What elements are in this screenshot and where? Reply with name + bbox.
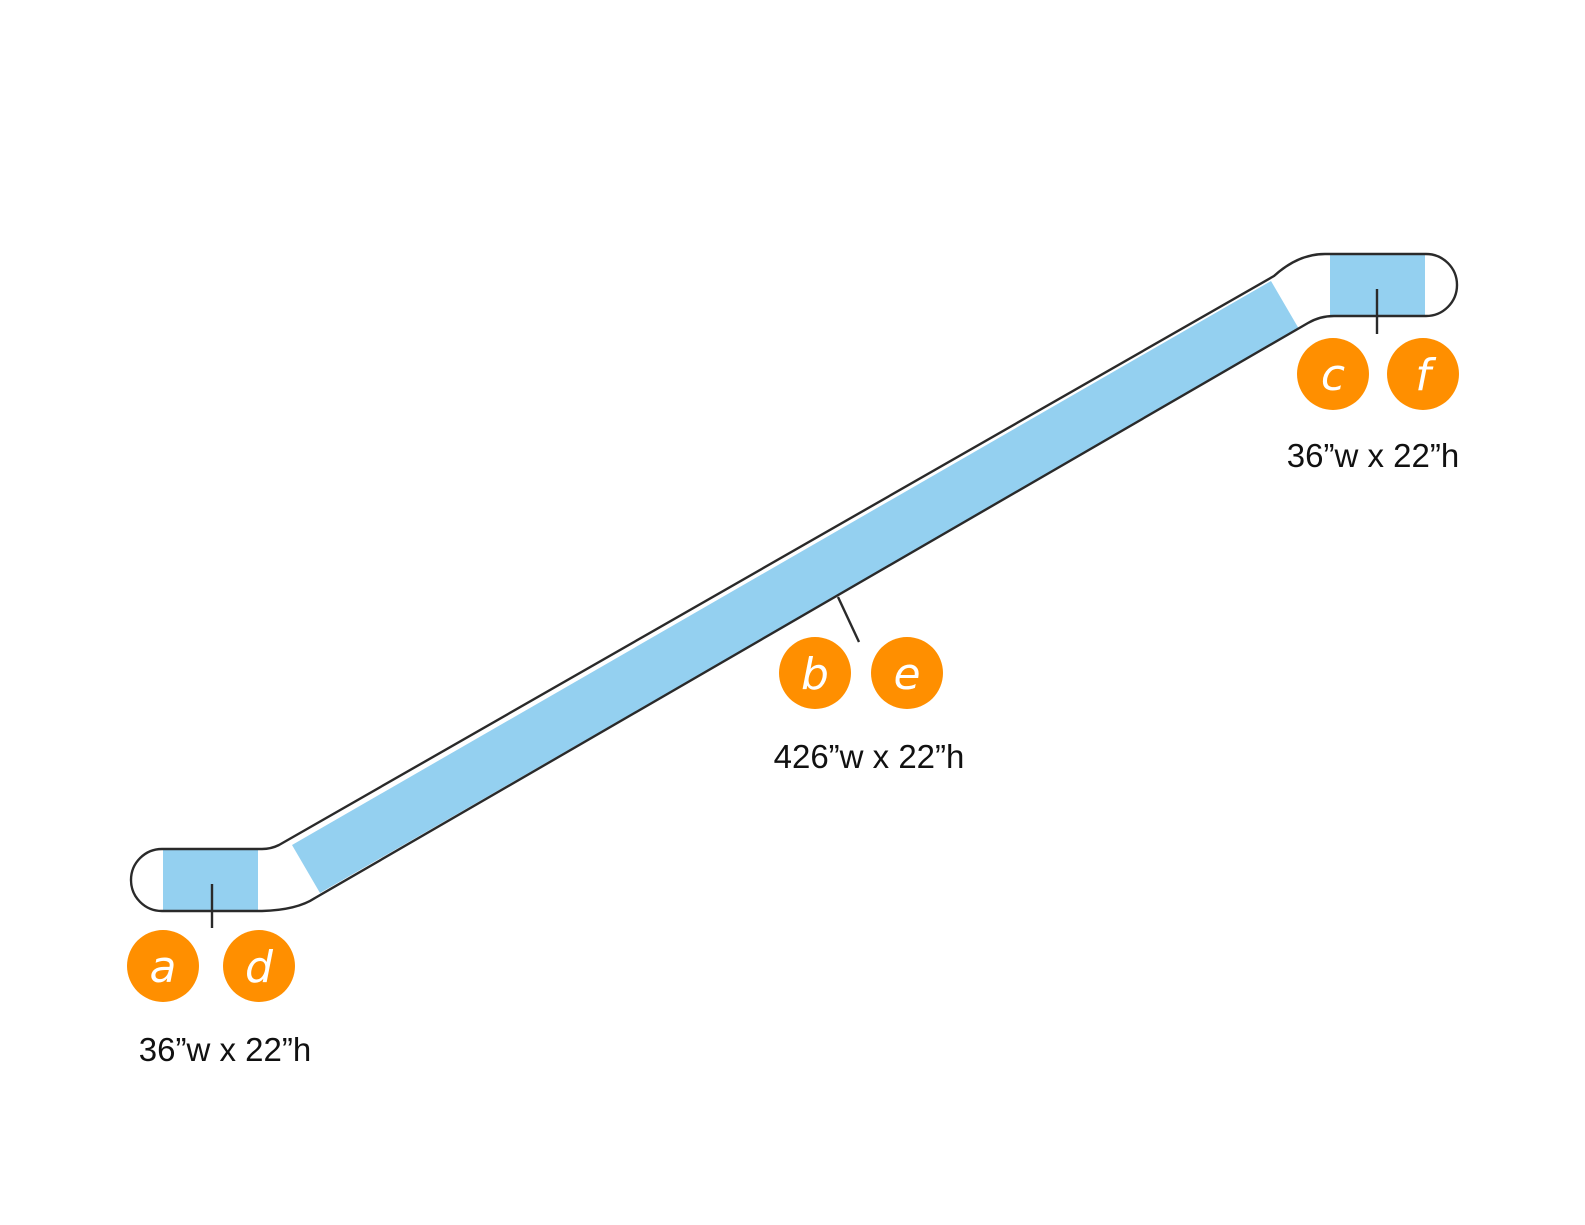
middle-leader-line xyxy=(836,596,861,643)
bottom-dimension-label: 36”w x 22”h xyxy=(139,1031,311,1068)
escalator-outline xyxy=(129,252,1459,913)
badge-b: b xyxy=(779,637,851,709)
svg-text:c: c xyxy=(1321,350,1345,401)
middle-dimension-label: 426”w x 22”h xyxy=(774,738,965,775)
incline-panel xyxy=(292,281,1299,893)
badge-a: a xyxy=(127,930,199,1002)
badge-e: e xyxy=(871,637,943,709)
badge-c: c xyxy=(1297,338,1369,410)
badge-f: f xyxy=(1387,338,1459,410)
bottom-landing-panel xyxy=(163,849,258,911)
svg-text:e: e xyxy=(893,649,920,700)
top-dimension-label: 36”w x 22”h xyxy=(1287,437,1459,474)
badge-d: d xyxy=(223,930,295,1002)
svg-text:d: d xyxy=(245,942,274,993)
svg-text:a: a xyxy=(150,942,177,993)
svg-text:b: b xyxy=(801,649,829,700)
